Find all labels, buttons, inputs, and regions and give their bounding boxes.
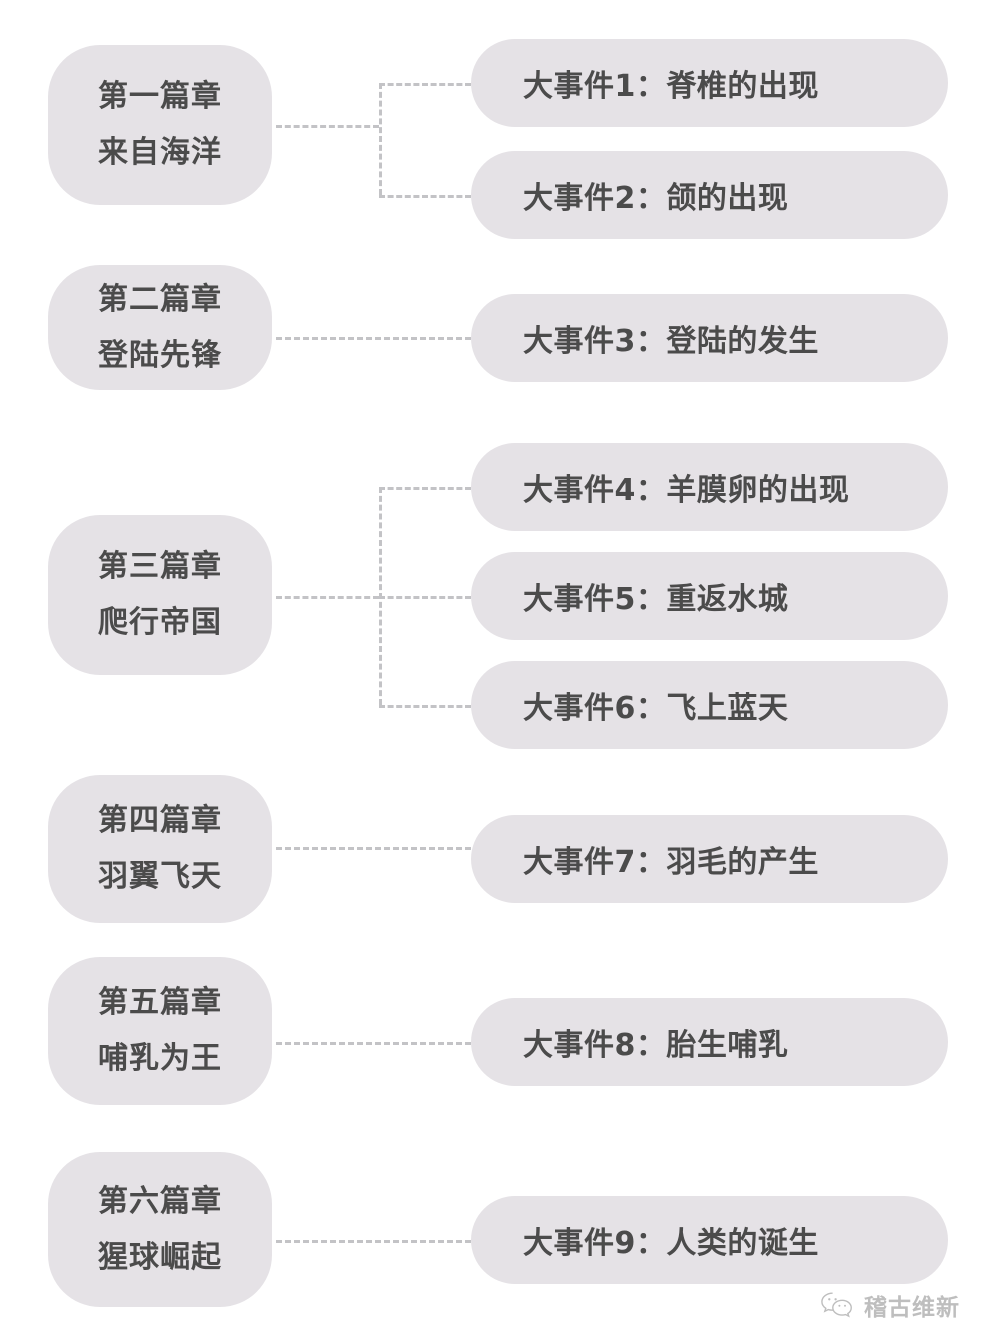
event-pill-8[interactable]: 大事件8：胎生哺乳 <box>471 998 948 1086</box>
watermark-text: 稽古维新 <box>864 1295 960 1321</box>
chapter-title-line1: 第一篇章 <box>98 79 222 114</box>
connector-branch-event-1 <box>379 83 471 86</box>
chapter-title-line1: 第四篇章 <box>98 803 222 838</box>
event-pill-9[interactable]: 大事件9：人类的诞生 <box>471 1196 948 1284</box>
chapter-title-line2: 登陆先锋 <box>98 337 222 373</box>
chapter-pill-3[interactable]: 第三篇章 爬行帝国 <box>48 515 272 675</box>
event-label: 大事件9：人类的诞生 <box>523 1226 819 1261</box>
chapter-pill-5[interactable]: 第五篇章 哺乳为王 <box>48 957 272 1105</box>
connector-stub-chapter-1 <box>276 125 379 128</box>
event-label: 大事件8：胎生哺乳 <box>523 1028 789 1063</box>
connector-chapter-6-event-9 <box>276 1240 471 1243</box>
chapter-title-line2: 猩球崛起 <box>98 1239 222 1275</box>
chapter-title-line2: 羽翼飞天 <box>98 859 222 894</box>
connector-branch-event-6 <box>379 705 471 708</box>
event-label: 大事件7：羽毛的产生 <box>523 845 819 880</box>
connector-branch-event-2 <box>379 195 471 198</box>
event-pill-6[interactable]: 大事件6：飞上蓝天 <box>471 661 948 749</box>
connector-branch-event-4 <box>379 487 471 490</box>
connector-chapter-2-event-3 <box>276 337 471 340</box>
chapter-pill-4[interactable]: 第四篇章 羽翼飞天 <box>48 775 272 923</box>
chapter-title-line1: 第五篇章 <box>98 985 222 1020</box>
chapter-pill-2[interactable]: 第二篇章 登陆先锋 <box>48 265 272 390</box>
chapter-title-line1: 第六篇章 <box>98 1183 222 1219</box>
event-pill-5[interactable]: 大事件5：重返水城 <box>471 552 948 640</box>
event-label: 大事件3：登陆的发生 <box>523 324 819 359</box>
connector-chapter-5-event-8 <box>276 1042 471 1045</box>
chapter-title-line2: 哺乳为王 <box>98 1041 222 1076</box>
event-label: 大事件4：羊膜卵的出现 <box>523 473 850 508</box>
connector-chapter-4-event-7 <box>276 847 471 850</box>
chapter-pill-6[interactable]: 第六篇章 猩球崛起 <box>48 1152 272 1307</box>
wechat-logo-icon <box>820 1291 854 1319</box>
chapter-pill-1[interactable]: 第一篇章 来自海洋 <box>48 45 272 205</box>
event-pill-7[interactable]: 大事件7：羽毛的产生 <box>471 815 948 903</box>
connector-branch-event-5 <box>379 596 471 599</box>
chapter-title-line2: 爬行帝国 <box>98 605 222 640</box>
event-label: 大事件6：飞上蓝天 <box>523 691 789 726</box>
event-pill-3[interactable]: 大事件3：登陆的发生 <box>471 294 948 382</box>
event-label: 大事件5：重返水城 <box>523 582 789 617</box>
chapter-title-line1: 第三篇章 <box>98 549 222 584</box>
event-label: 大事件2：颌的出现 <box>523 181 789 216</box>
watermark: 稽古维新 <box>820 1288 960 1322</box>
chapter-title-line2: 来自海洋 <box>98 135 222 170</box>
event-pill-4[interactable]: 大事件4：羊膜卵的出现 <box>471 443 948 531</box>
event-pill-1[interactable]: 大事件1：脊椎的出现 <box>471 39 948 127</box>
event-pill-2[interactable]: 大事件2：颌的出现 <box>471 151 948 239</box>
connector-spine-chapter-1 <box>379 83 382 195</box>
connector-stub-chapter-3 <box>276 596 379 599</box>
chapter-title-line1: 第二篇章 <box>98 281 222 317</box>
event-label: 大事件1：脊椎的出现 <box>523 69 819 104</box>
